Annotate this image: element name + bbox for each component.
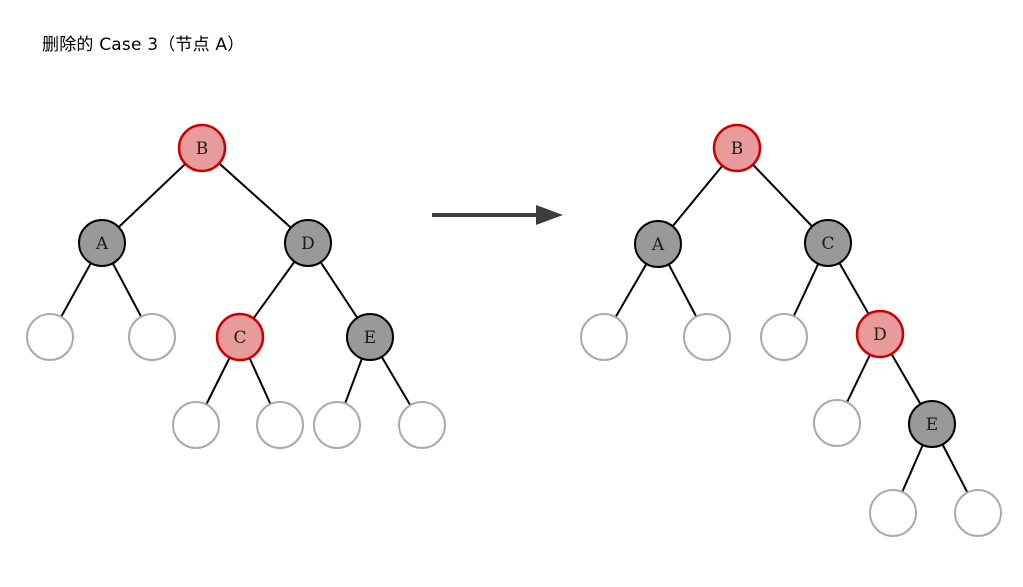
nil-leaf-node — [128, 313, 176, 361]
tree-node-D — [284, 219, 332, 267]
tree-node-label-C: C — [233, 328, 246, 348]
tree-node-E — [346, 313, 394, 361]
tree-node-label-A: A — [651, 235, 665, 255]
nil-leaf-node — [580, 313, 628, 361]
tree-node-label-D: D — [873, 325, 887, 345]
nil-leaf-node — [683, 313, 731, 361]
nil-leaf-node — [398, 401, 446, 449]
tree-node-label-B: B — [196, 139, 209, 159]
tree-node-label-E: E — [364, 328, 376, 348]
tree-node-C — [804, 219, 852, 267]
tree-node-label-C: C — [821, 234, 834, 254]
nil-leaf-node — [954, 489, 1002, 537]
tree-node-C — [215, 312, 265, 362]
nil-leaf-node — [760, 313, 808, 361]
tree-node-B — [177, 123, 227, 173]
transform-arrow-head — [536, 205, 563, 225]
nil-leaf-node — [813, 399, 861, 447]
nil-leaf-node — [869, 489, 917, 537]
tree-node-B — [712, 123, 762, 173]
tree-node-D — [855, 309, 905, 359]
tree-node-label-A: A — [95, 234, 109, 254]
diagram-title: 删除的 Case 3（节点 A） — [42, 35, 245, 55]
nil-leaf-node — [26, 313, 74, 361]
tree-node-A — [634, 220, 682, 268]
tree-after: B A C D E — [580, 123, 1002, 537]
tree-node-label-D: D — [301, 234, 315, 254]
nil-leaf-node — [256, 401, 304, 449]
tree-node-A — [78, 219, 126, 267]
tree-node-label-B: B — [731, 139, 744, 159]
tree-node-label-E: E — [926, 415, 938, 435]
tree-node-E — [908, 400, 956, 448]
tree-before: B A D C E — [26, 123, 446, 449]
nil-leaf-node — [172, 401, 220, 449]
transform-arrow — [432, 205, 563, 225]
nil-leaf-node — [313, 401, 361, 449]
